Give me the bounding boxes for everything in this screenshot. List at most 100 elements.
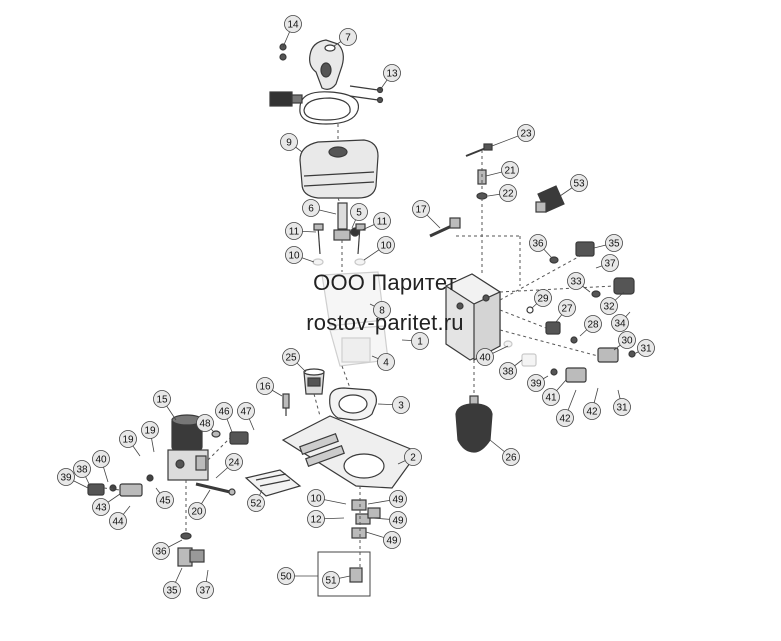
callout-42: 42 xyxy=(556,409,574,427)
callout-12: 12 xyxy=(307,510,325,528)
callout-39: 39 xyxy=(527,374,545,392)
callout-label: 10 xyxy=(380,241,392,252)
callout-label: 42 xyxy=(586,407,598,418)
callout-circle xyxy=(373,212,391,230)
callout-circle xyxy=(605,234,623,252)
callout-label: 46 xyxy=(218,407,230,418)
callout-36: 36 xyxy=(152,542,170,560)
part-solenoid-valve xyxy=(167,414,209,481)
callout-11: 11 xyxy=(285,222,303,240)
callout-31: 31 xyxy=(637,339,655,357)
callout-circle xyxy=(558,299,576,317)
callout-51: 51 xyxy=(322,571,340,589)
callout-circle xyxy=(153,390,171,408)
callout-label: 42 xyxy=(559,414,571,425)
callout-circle xyxy=(350,203,368,221)
part-bolts-13 xyxy=(349,85,384,104)
callout-circle xyxy=(411,332,429,350)
callout-49: 49 xyxy=(389,511,407,529)
callout-circle xyxy=(285,222,303,240)
callout-49: 49 xyxy=(383,531,401,549)
callout-29: 29 xyxy=(534,289,552,307)
part-bracket xyxy=(309,39,344,90)
callout-circle xyxy=(92,498,110,516)
callout-circle xyxy=(567,272,585,290)
callout-10: 10 xyxy=(307,489,325,507)
part-rod xyxy=(195,482,236,496)
part-pressure-switch xyxy=(535,185,565,213)
callout-circle xyxy=(529,234,547,252)
callout-circle xyxy=(527,374,545,392)
callout-label: 35 xyxy=(166,586,178,597)
callout-28: 28 xyxy=(584,315,602,333)
callout-27: 27 xyxy=(558,299,576,317)
callout-40: 40 xyxy=(476,348,494,366)
callout-4: 4 xyxy=(377,353,395,371)
part-cover xyxy=(299,139,379,199)
callout-label: 11 xyxy=(289,227,300,238)
callout-label: 4 xyxy=(383,358,389,369)
part-long-bolt xyxy=(429,217,461,238)
callout-circle xyxy=(109,512,127,530)
callout-47: 47 xyxy=(237,402,255,420)
callout-label: 38 xyxy=(502,367,514,378)
callout-label: 12 xyxy=(310,515,322,526)
callout-25: 25 xyxy=(282,348,300,366)
part-kit-box xyxy=(317,551,371,597)
callout-3: 3 xyxy=(392,396,410,414)
callout-circle xyxy=(156,491,174,509)
callout-circle xyxy=(412,200,430,218)
callout-10: 10 xyxy=(285,246,303,264)
part-base-plate xyxy=(281,415,419,489)
callout-46: 46 xyxy=(215,402,233,420)
callout-label: 2 xyxy=(410,453,416,464)
callout-label: 37 xyxy=(604,259,616,270)
callout-label: 8 xyxy=(379,306,385,317)
callout-10: 10 xyxy=(377,236,395,254)
part-accumulator xyxy=(455,395,493,453)
callout-label: 23 xyxy=(520,129,532,140)
callout-circle xyxy=(57,468,75,486)
callout-circle xyxy=(476,348,494,366)
callout-circle xyxy=(322,571,340,589)
callout-label: 28 xyxy=(587,320,599,331)
callout-circle xyxy=(307,489,325,507)
callout-label: 35 xyxy=(608,239,620,250)
callout-label: 5 xyxy=(356,208,362,219)
callout-label: 9 xyxy=(286,138,292,149)
callout-circle xyxy=(225,453,243,471)
callout-label: 38 xyxy=(76,465,88,476)
callout-circle xyxy=(237,402,255,420)
callout-circle xyxy=(542,388,560,406)
callout-39: 39 xyxy=(57,468,75,486)
callout-30: 30 xyxy=(618,331,636,349)
part-fitting-38 xyxy=(87,474,154,497)
callout-9: 9 xyxy=(280,133,298,151)
callout-37: 37 xyxy=(601,254,619,272)
callout-label: 29 xyxy=(537,294,549,305)
callout-21: 21 xyxy=(501,161,519,179)
callout-52: 52 xyxy=(247,494,265,512)
callout-circle xyxy=(611,314,629,332)
callout-31: 31 xyxy=(613,398,631,416)
callout-circle xyxy=(499,362,517,380)
callout-circle xyxy=(499,184,517,202)
callout-label: 36 xyxy=(532,239,544,250)
callout-5: 5 xyxy=(350,203,368,221)
callout-41: 41 xyxy=(542,388,560,406)
callout-label: 44 xyxy=(112,517,124,528)
part-cup-25 xyxy=(303,368,325,395)
callout-17: 17 xyxy=(412,200,430,218)
callout-38: 38 xyxy=(499,362,517,380)
callout-circle xyxy=(215,402,233,420)
callout-circle xyxy=(534,289,552,307)
part-cable-harness xyxy=(269,91,360,125)
callout-11: 11 xyxy=(373,212,391,230)
callout-circle xyxy=(570,174,588,192)
callout-circle xyxy=(196,414,214,432)
callout-20: 20 xyxy=(188,502,206,520)
part-fitting-41 xyxy=(550,367,587,383)
callout-15: 15 xyxy=(153,390,171,408)
callout-circle xyxy=(277,567,295,585)
